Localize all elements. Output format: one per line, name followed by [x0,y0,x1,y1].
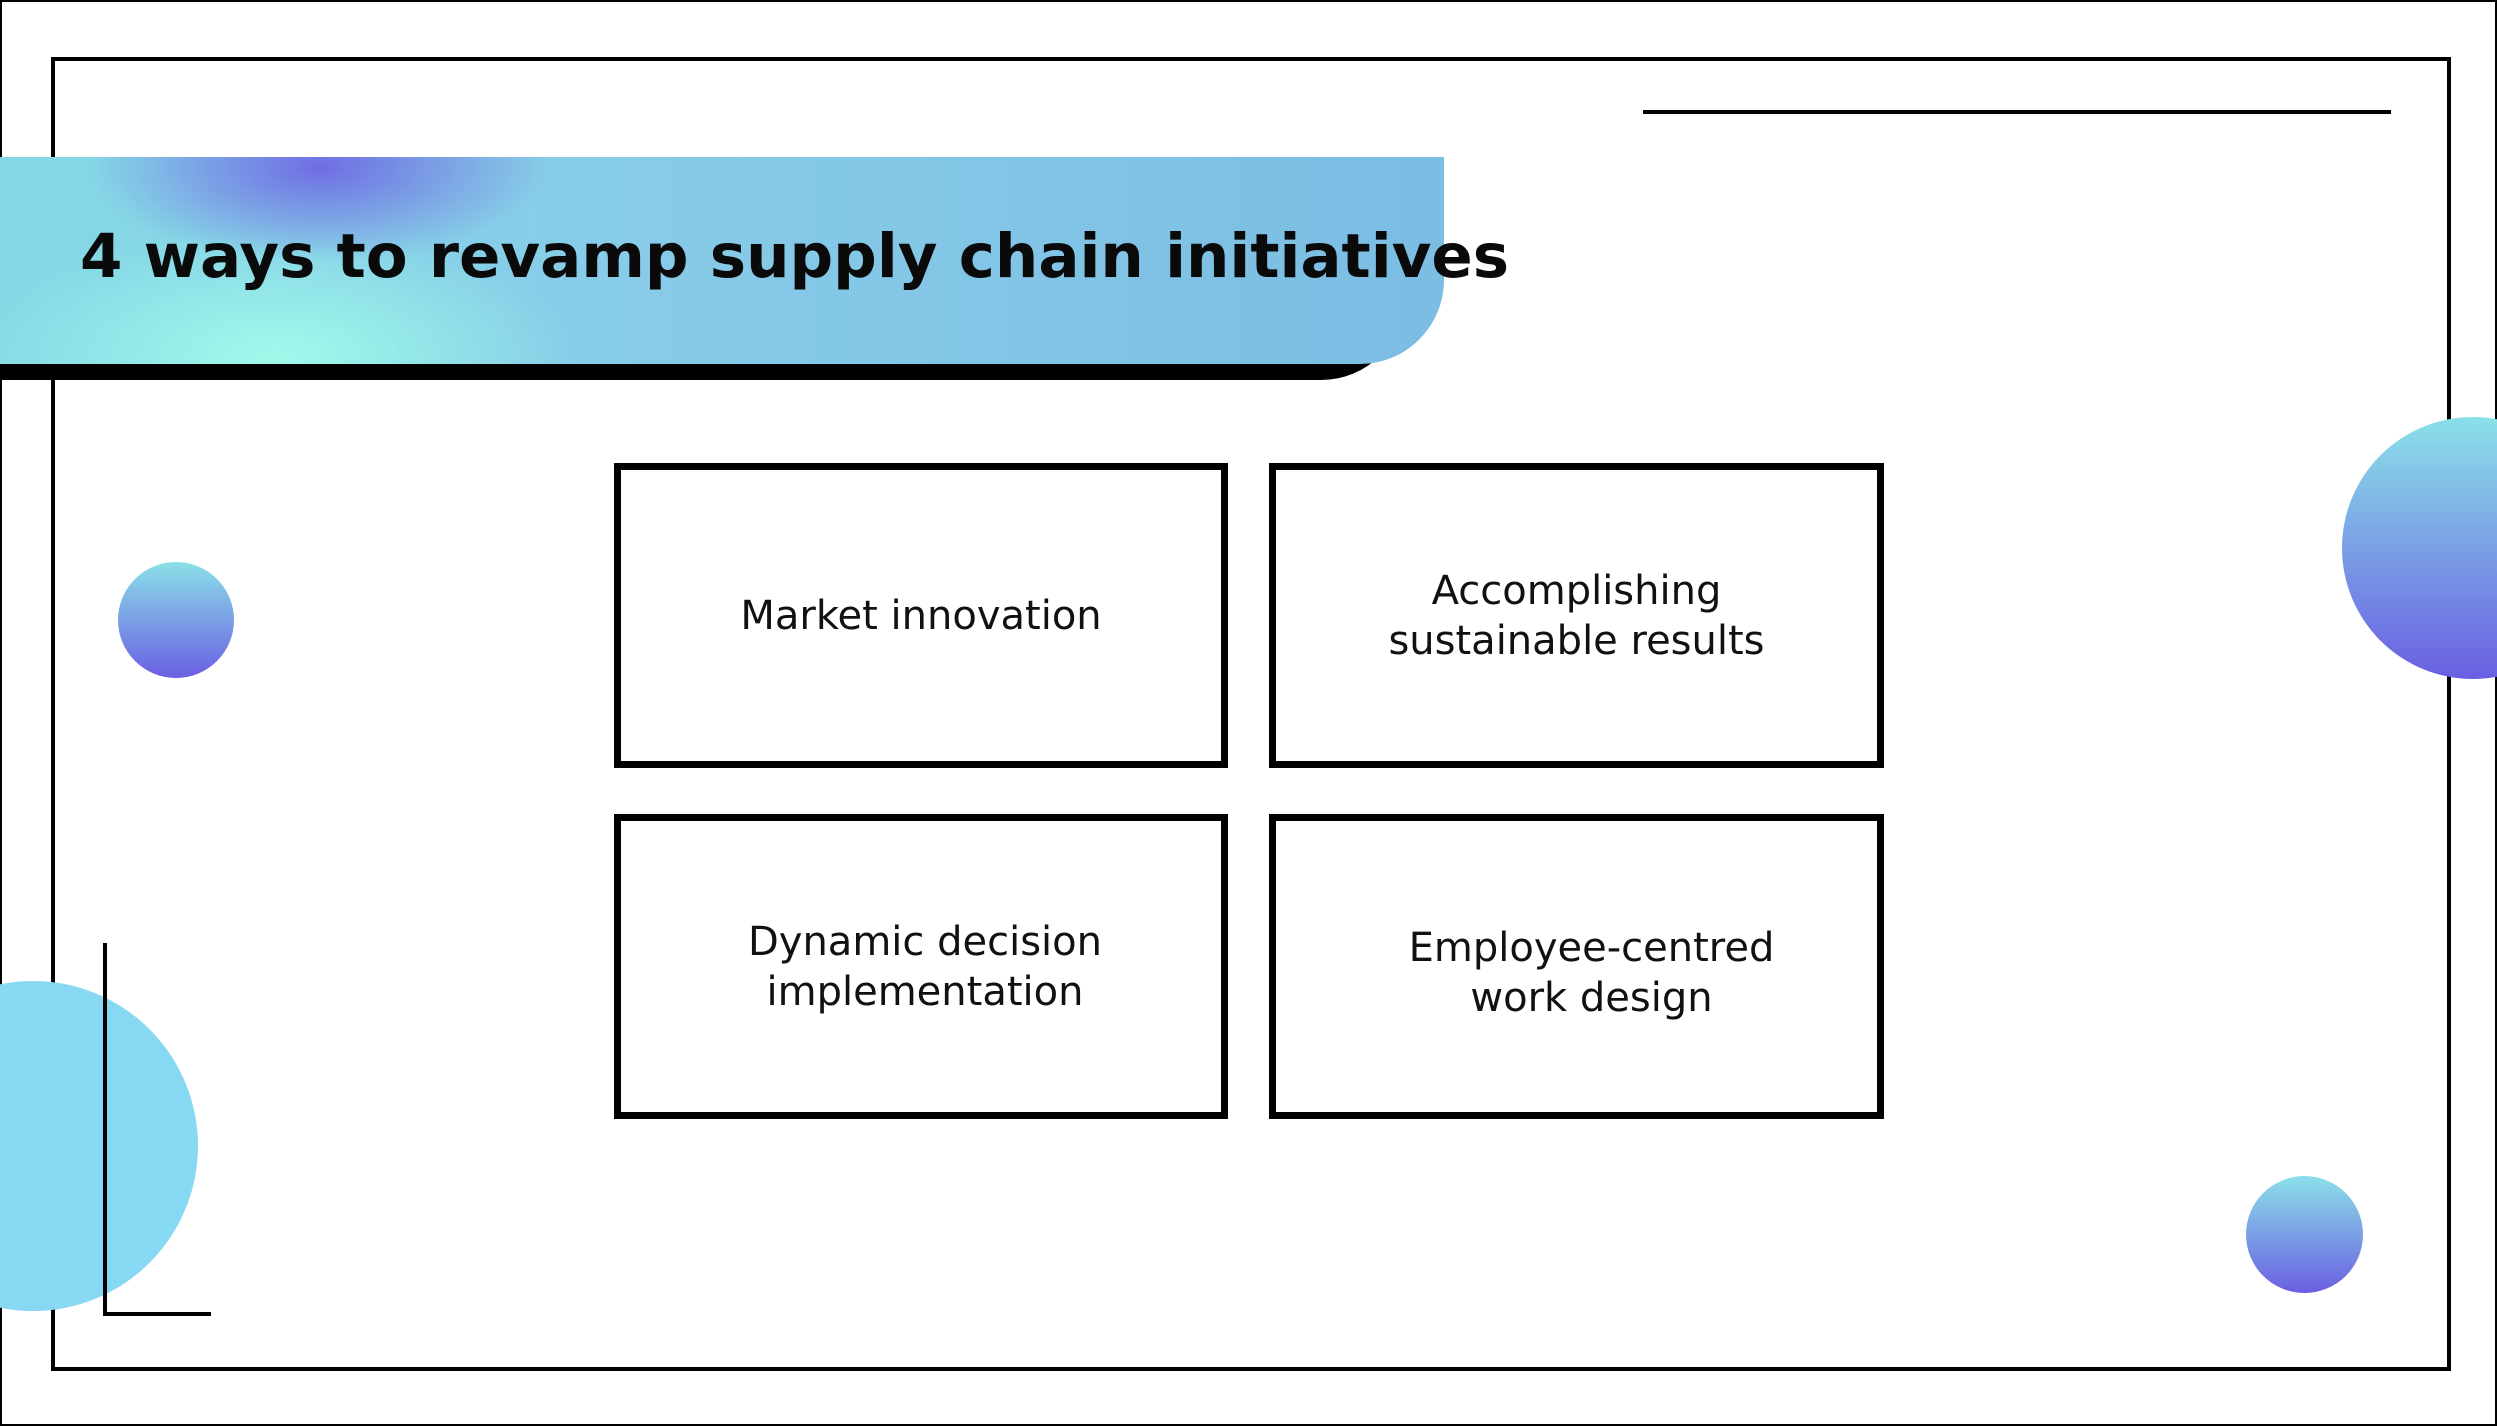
text-box-label: Accomplishing sustainable results [1388,567,1765,664]
decorative-bracket-vertical [103,943,107,1316]
text-box-market-innovation: Market innovation [614,463,1228,768]
text-box-sustainable-results: Accomplishing sustainable results [1269,463,1884,768]
decorative-top-line [1643,110,2391,114]
decorative-circle-bottom-right [2246,1176,2363,1293]
text-box-label: Employee-centred work design [1408,924,1775,1021]
decorative-circle-left [118,562,234,678]
slide-title: 4 ways to revamp supply chain initiative… [80,221,1510,292]
text-box-dynamic-decision: Dynamic decision implementation [614,814,1228,1119]
title-banner [0,157,1444,364]
text-box-label: Dynamic decision implementation [747,918,1102,1015]
text-box-employee-centred: Employee-centred work design [1269,814,1884,1119]
decorative-bracket-horizontal [103,1312,211,1316]
inner-frame [51,57,2451,1371]
text-box-label: Market innovation [740,592,1102,639]
